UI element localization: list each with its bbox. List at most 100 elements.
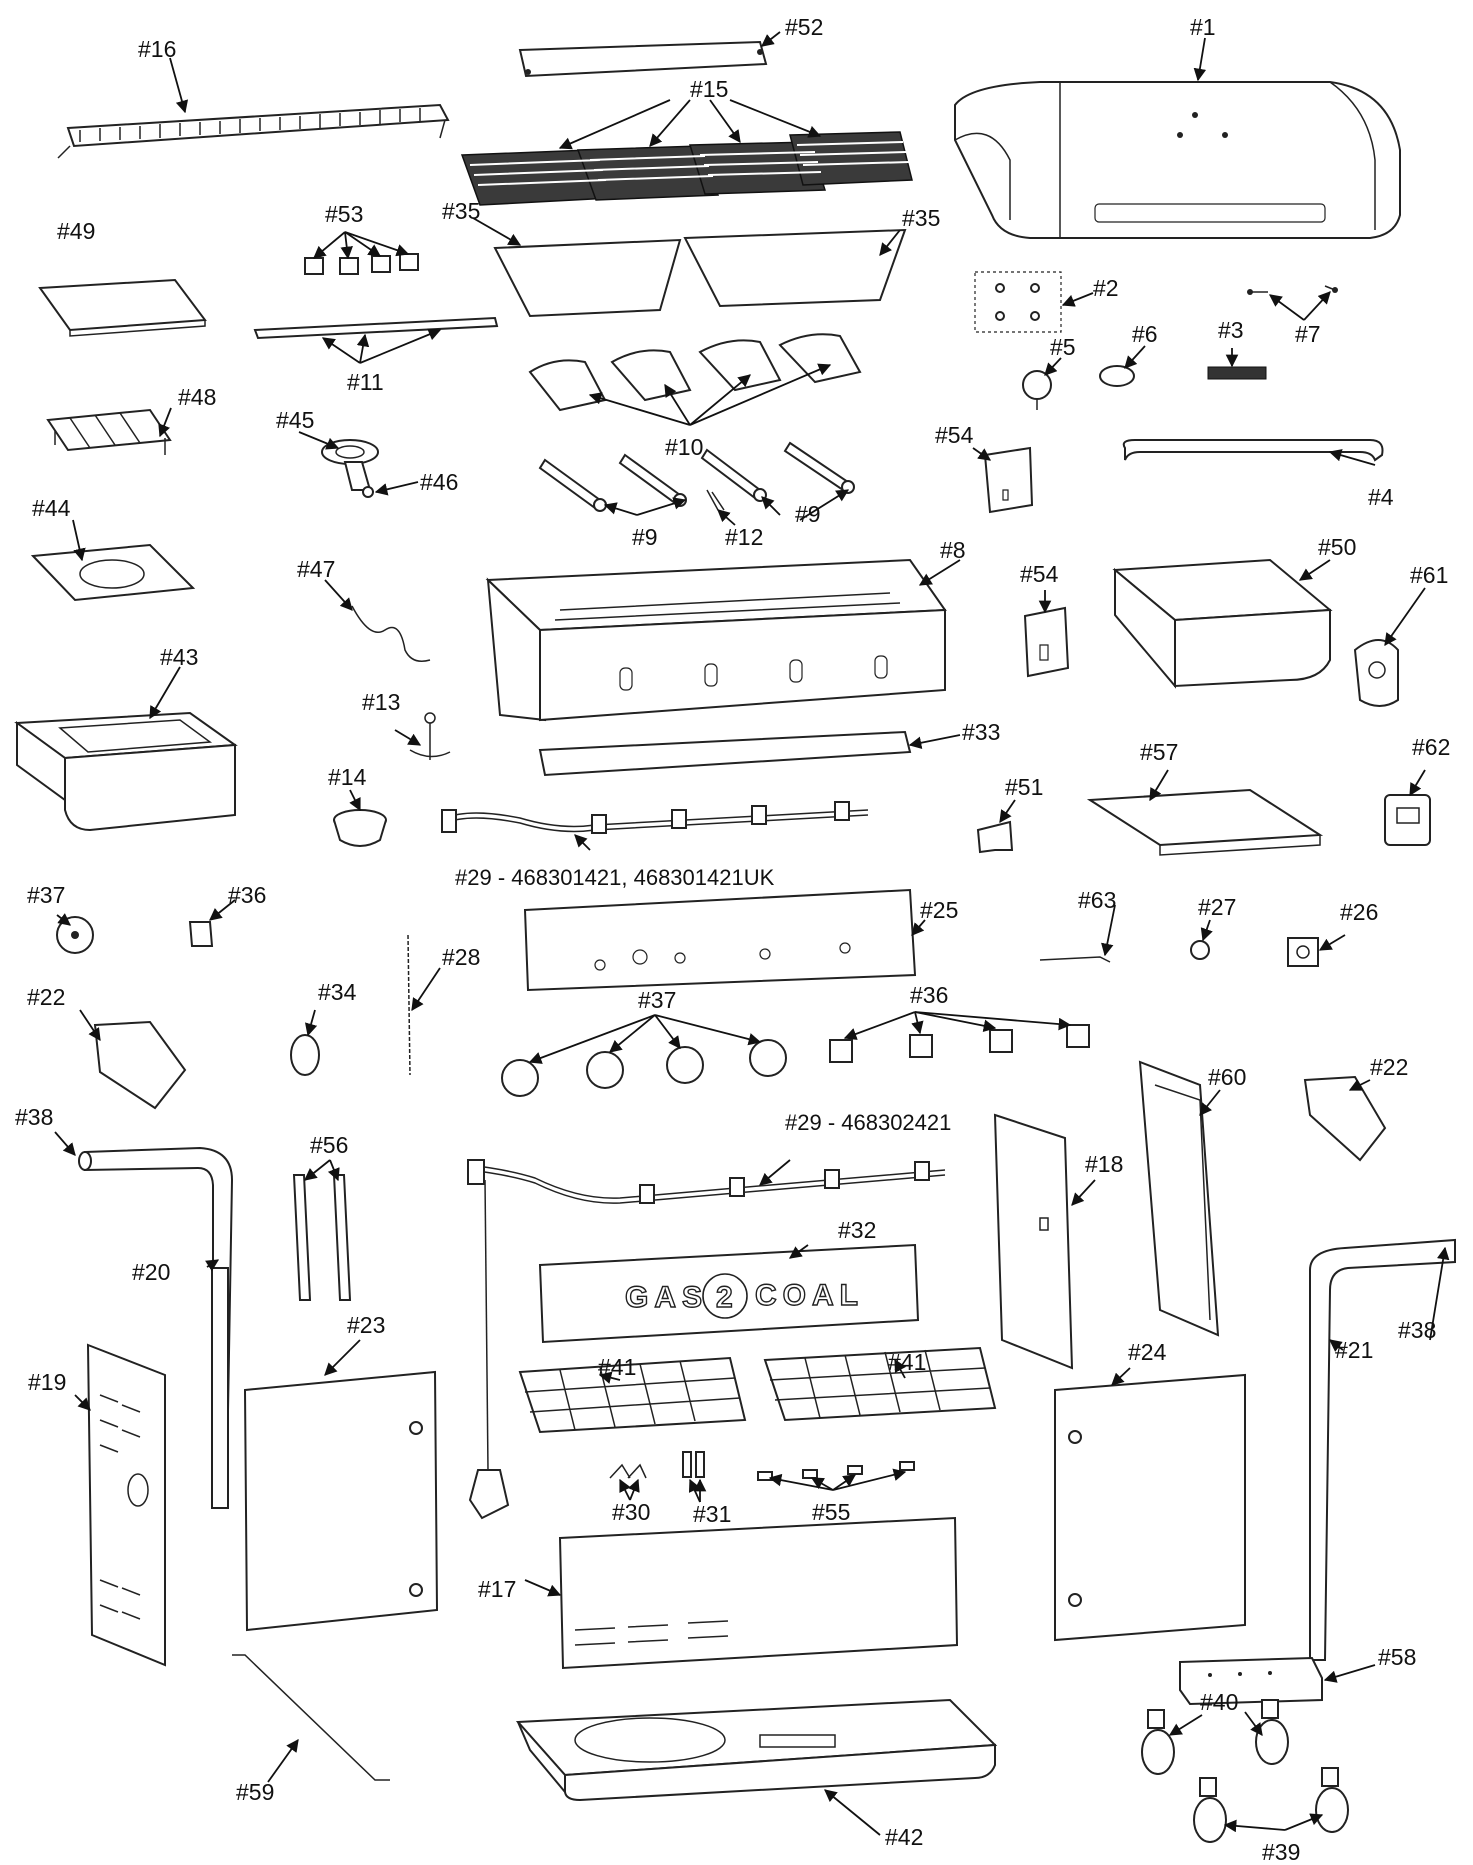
part-50-side-shelf — [1112, 558, 1333, 689]
part-59-rod — [232, 1654, 390, 1781]
part-43-side-burner-box — [14, 711, 238, 832]
part-45-burner — [321, 439, 379, 498]
label-63: #63 — [1078, 887, 1116, 913]
part-47-wire — [351, 605, 431, 662]
part-13-clip — [409, 712, 451, 760]
label-35b: #35 — [902, 205, 940, 231]
label-36a: #36 — [228, 882, 266, 908]
label-53: #53 — [325, 201, 363, 227]
part-15-cooking-grates — [460, 131, 913, 206]
part-1-lid — [954, 81, 1401, 239]
part-22-right-bracket — [1303, 1075, 1387, 1162]
label-26: #26 — [1340, 899, 1378, 925]
label-22b: #22 — [1370, 1054, 1408, 1080]
label-34: #34 — [318, 979, 357, 1005]
part-28-wire — [407, 934, 411, 1076]
label-27: #27 — [1198, 894, 1236, 920]
part-5-thermometer — [1022, 370, 1052, 410]
label-29b: #29 - 468302421 — [785, 1110, 951, 1135]
label-33: #33 — [962, 719, 1000, 745]
label-1: #1 — [1190, 14, 1216, 40]
callout-labels: #1 #52 #16 #15 #35 #35 #53 #49 #2 #7 #5 … — [15, 14, 1450, 1865]
label-57: #57 — [1140, 739, 1178, 765]
leader-lines — [54, 31, 1450, 1836]
part-40-casters — [1141, 1699, 1289, 1775]
label-37b: #37 — [638, 987, 676, 1013]
label-24: #24 — [1128, 1339, 1167, 1365]
badge-text-coal: COAL — [755, 1279, 864, 1312]
part-36-bezels — [829, 1024, 1090, 1063]
part-17-back-panel — [558, 1516, 959, 1670]
label-23: #23 — [347, 1312, 385, 1338]
part-27-nut — [1190, 940, 1210, 960]
part-16-warming-rack — [57, 103, 450, 159]
label-18: #18 — [1085, 1151, 1123, 1177]
label-32: #32 — [838, 1217, 876, 1243]
label-11: #11 — [347, 369, 384, 395]
part-18-side-panel — [993, 1113, 1074, 1370]
label-60: #60 — [1208, 1064, 1246, 1090]
label-3: #3 — [1218, 317, 1244, 343]
part-61-bottle-opener — [1353, 639, 1399, 707]
label-30: #30 — [612, 1499, 650, 1525]
label-36b: #36 — [910, 982, 948, 1008]
badge-text-gas: GAS — [625, 1281, 708, 1314]
label-51: #51 — [1005, 774, 1043, 800]
label-20: #20 — [132, 1259, 170, 1285]
label-61: #61 — [1410, 562, 1448, 588]
part-39-casters — [1193, 1767, 1349, 1843]
label-2: #2 — [1093, 275, 1119, 301]
part-25-control-panel — [523, 888, 917, 992]
part-37-knob-small — [56, 916, 94, 954]
label-21: #21 — [1335, 1337, 1373, 1363]
label-16: #16 — [138, 36, 176, 62]
part-6-bezel — [1099, 365, 1135, 387]
label-58: #58 — [1378, 1644, 1416, 1670]
label-49: #49 — [57, 218, 95, 244]
label-38b: #38 — [1398, 1317, 1436, 1343]
label-54b: #54 — [1020, 561, 1059, 587]
part-22-left-bracket — [93, 1020, 187, 1110]
part-26-igniter — [1287, 937, 1319, 967]
label-14: #14 — [328, 764, 367, 790]
part-54-bracket-lower — [1023, 606, 1070, 678]
part-20-upright — [211, 1267, 229, 1509]
label-29a: #29 - 468301421, 468301421UK — [455, 865, 775, 890]
label-37a: #37 — [27, 882, 65, 908]
label-4: #4 — [1368, 484, 1394, 510]
part-31-clips — [682, 1451, 705, 1478]
label-31: #31 — [693, 1501, 731, 1527]
part-52-strip — [518, 40, 768, 78]
label-42: #42 — [885, 1824, 923, 1850]
part-30-hinges — [609, 1463, 647, 1479]
part-34-ring — [290, 1034, 320, 1076]
label-40: #40 — [1200, 1689, 1238, 1715]
part-58-bumper — [1179, 1656, 1323, 1706]
part-57-shelf — [1086, 788, 1324, 856]
label-9b: #9 — [795, 501, 821, 527]
label-17: #17 — [478, 1576, 516, 1602]
part-12-electrode — [706, 489, 725, 511]
part-42-base — [515, 1698, 998, 1802]
label-15: #15 — [690, 76, 728, 102]
part-8-firebox — [485, 558, 947, 722]
part-53-clips — [304, 253, 419, 275]
label-45: #45 — [276, 407, 314, 433]
label-41b: #41 — [888, 1349, 926, 1375]
label-50: #50 — [1318, 534, 1356, 560]
label-8: #8 — [940, 537, 966, 563]
label-59: #59 — [236, 1779, 274, 1805]
label-54a: #54 — [935, 422, 974, 448]
part-49-plate — [38, 278, 207, 337]
label-47: #47 — [297, 556, 335, 582]
part-14-cup — [333, 809, 387, 847]
label-5: #5 — [1050, 334, 1076, 360]
part-3-logo — [1207, 366, 1267, 380]
label-46: #46 — [420, 469, 458, 495]
label-13: #13 — [362, 689, 400, 715]
label-44: #44 — [32, 495, 71, 521]
label-12: #12 — [725, 524, 763, 550]
part-2-hardware — [974, 271, 1062, 333]
label-10: #10 — [665, 434, 703, 460]
label-52: #52 — [785, 14, 823, 40]
